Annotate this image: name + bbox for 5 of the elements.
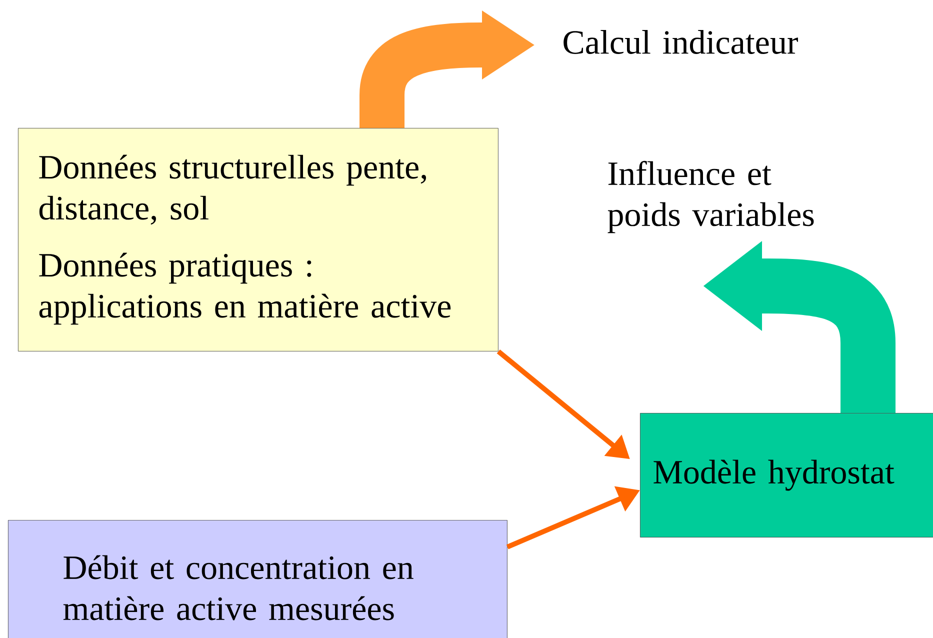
text-label: Influence et poids variables [608, 160, 814, 234]
text-box: Débit et concentration en matière active mesurées [8, 520, 508, 638]
text-box: Données structurelles pente, distance, sol Données pratiques : applications en matière active [18, 128, 498, 352]
text-box: Modèle hydrostat [640, 413, 933, 538]
text-label: Calcul indicateur [564, 30, 798, 54]
